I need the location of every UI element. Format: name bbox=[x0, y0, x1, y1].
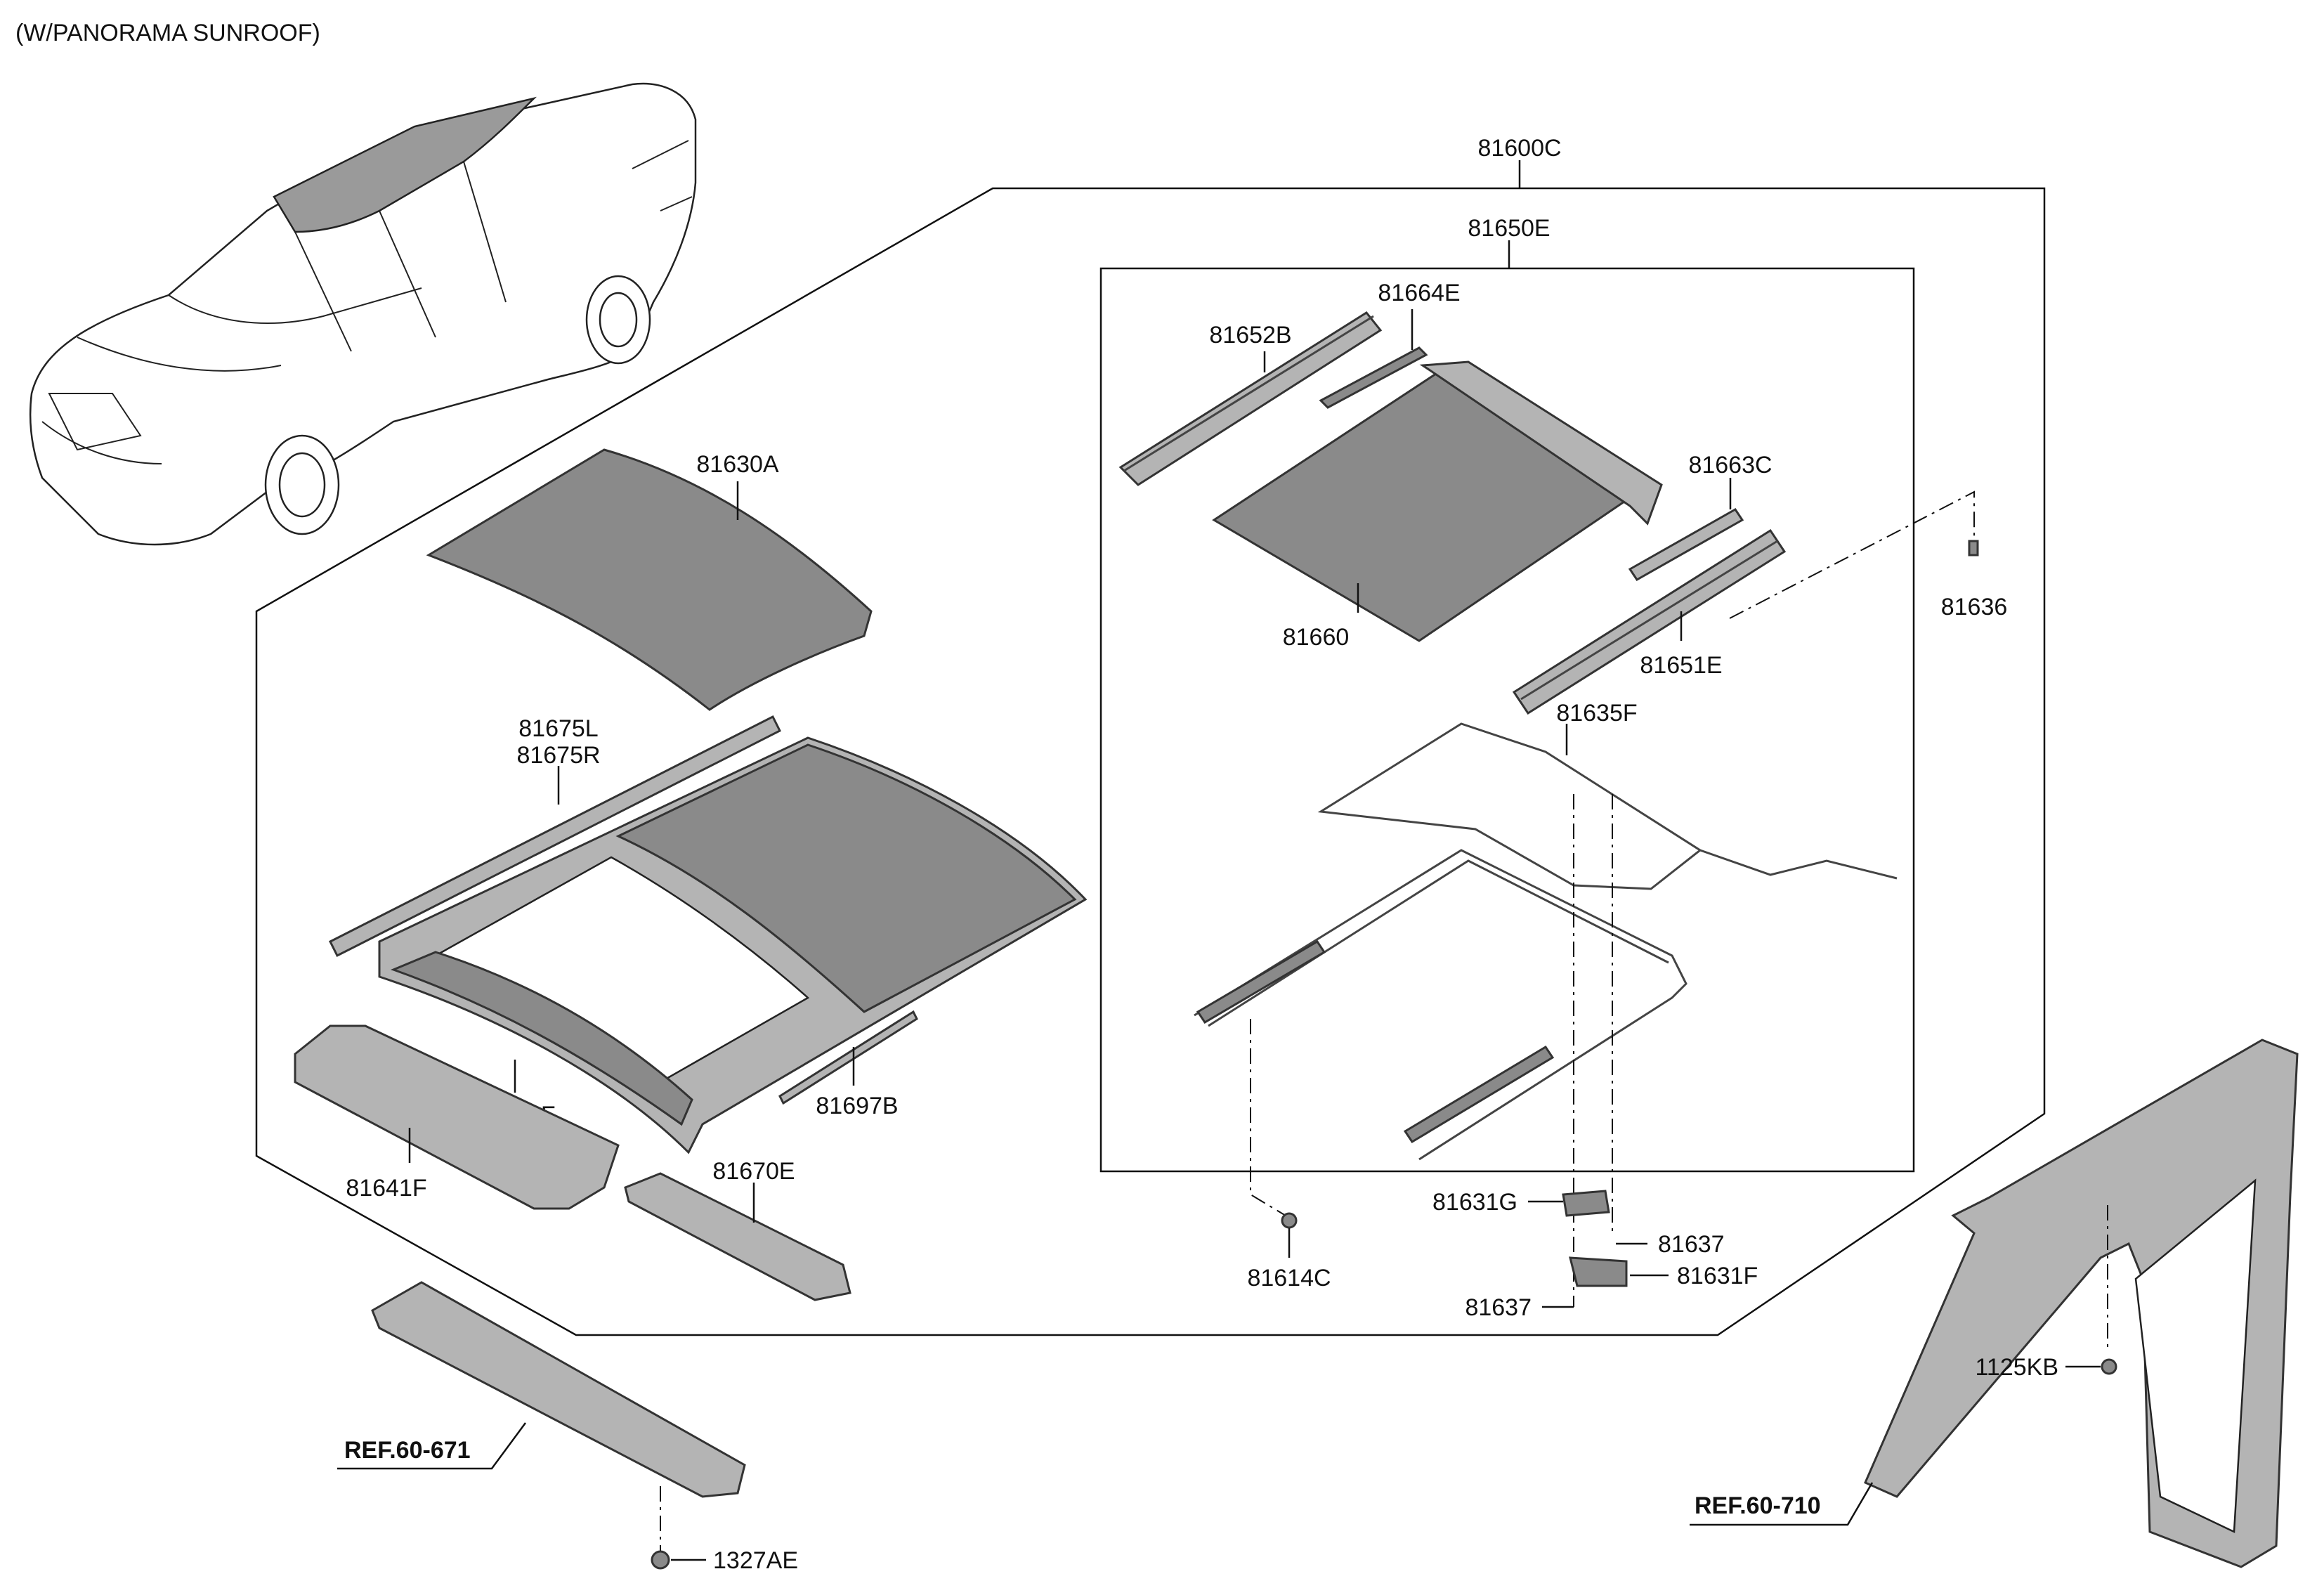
label-81652b: 81652B bbox=[1209, 322, 1291, 349]
ref-60-671: REF.60-671 bbox=[344, 1437, 471, 1464]
part-81664e bbox=[1319, 346, 1428, 409]
label-81637-a: 81637 bbox=[1658, 1231, 1725, 1258]
label-81663c: 81663C bbox=[1688, 452, 1772, 479]
part-81635f bbox=[1194, 722, 1898, 1161]
label-81630a: 81630A bbox=[696, 451, 779, 478]
part-81697b bbox=[778, 1010, 918, 1105]
part-81630a bbox=[426, 448, 873, 711]
assembly-frame-81650e bbox=[1099, 267, 1915, 1173]
label-81637-b: 81637 bbox=[1465, 1294, 1532, 1321]
part-roof-bow bbox=[371, 1281, 746, 1498]
part-81641f bbox=[294, 1024, 620, 1210]
ref-60-710: REF.60-710 bbox=[1695, 1492, 1821, 1519]
label-81650e: 81650E bbox=[1468, 215, 1550, 242]
variant-header: (W/PANORAMA SUNROOF) bbox=[15, 20, 320, 46]
label-1327ae: 1327AE bbox=[713, 1547, 798, 1574]
label-81697b: 81697B bbox=[816, 1093, 898, 1119]
part-81631g bbox=[1562, 1190, 1610, 1217]
part-81636 bbox=[1968, 540, 1979, 557]
label-81675r: 81675R bbox=[516, 742, 600, 769]
part-1327ae bbox=[651, 1550, 670, 1570]
part-81675-rails bbox=[328, 715, 782, 958]
part-81614c bbox=[1281, 1212, 1298, 1229]
label-81631f: 81631F bbox=[1677, 1263, 1758, 1289]
label-81600c: 81600C bbox=[1477, 135, 1561, 162]
part-81663c bbox=[1628, 508, 1744, 581]
part-81620f bbox=[390, 951, 693, 1126]
label-81631g: 81631G bbox=[1432, 1189, 1517, 1216]
label-1125kb: 1125KB bbox=[1976, 1354, 2058, 1381]
label-81660: 81660 bbox=[1283, 624, 1350, 651]
part-81670e bbox=[624, 1172, 851, 1301]
label-81641f: 81641F bbox=[346, 1175, 426, 1202]
part-pillar bbox=[1864, 1039, 2299, 1568]
assembly-frame-81600c bbox=[255, 187, 2046, 1336]
part-81652b bbox=[1118, 311, 1383, 486]
label-81636: 81636 bbox=[1941, 594, 2008, 620]
label-81635f: 81635F bbox=[1556, 700, 1637, 727]
label-81675l: 81675L bbox=[518, 715, 598, 742]
part-81651e bbox=[1512, 528, 1787, 715]
label-81670e: 81670E bbox=[712, 1158, 795, 1185]
part-81660 bbox=[1212, 360, 1663, 642]
label-81664e: 81664E bbox=[1378, 280, 1460, 306]
label-81651e: 81651E bbox=[1640, 652, 1722, 679]
car-illustration bbox=[29, 82, 697, 546]
label-81614c: 81614C bbox=[1247, 1265, 1331, 1291]
part-1125kb bbox=[2101, 1358, 2117, 1375]
part-81631f bbox=[1569, 1256, 1628, 1287]
